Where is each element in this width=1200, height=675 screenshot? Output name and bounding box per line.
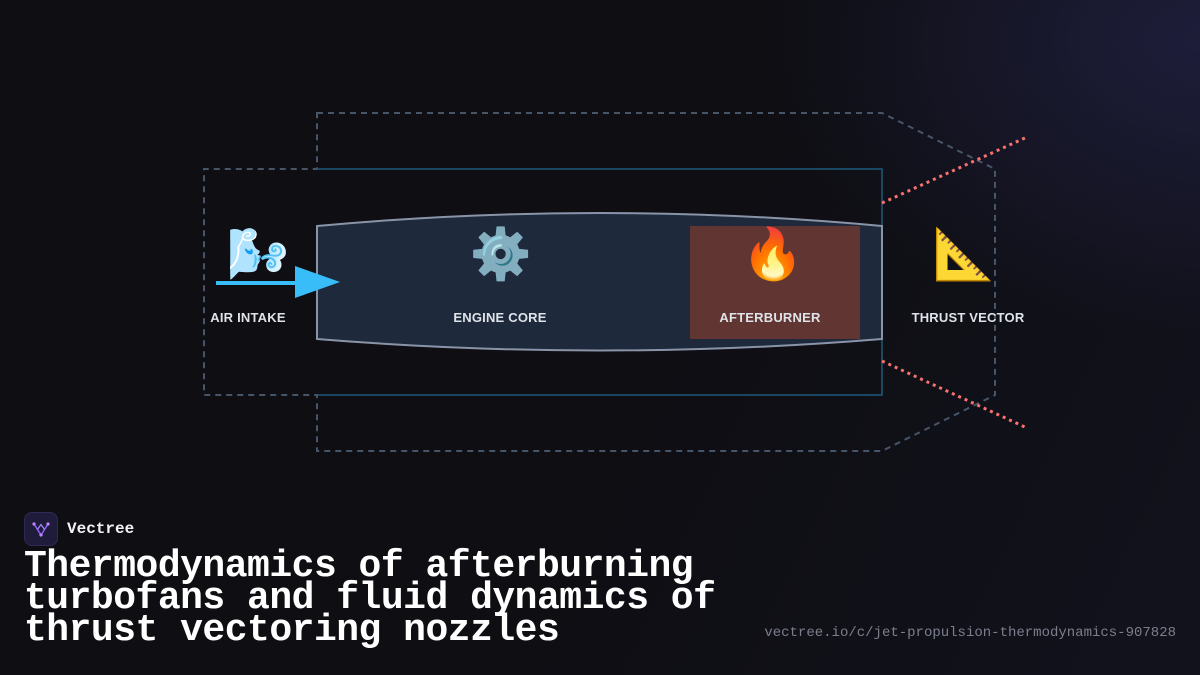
- page-title: Thermodynamics of afterburning turbofans…: [24, 545, 716, 652]
- stage-label-engine-core: ENGINE CORE: [453, 310, 547, 325]
- gear-icon: ⚙️: [469, 225, 533, 283]
- triangular-ruler-icon: 📐: [932, 225, 996, 283]
- vectree-logo-icon: [24, 512, 58, 546]
- fire-icon: 🔥: [741, 225, 805, 283]
- brand: Vectree: [24, 512, 134, 546]
- source-url: vectree.io/c/jet-propulsion-thermodynami…: [764, 625, 1176, 641]
- brand-name: Vectree: [67, 520, 135, 538]
- afterburner-zone: [690, 226, 860, 339]
- stage-label-air-intake: AIR INTAKE: [210, 310, 286, 325]
- outer-envelope-dashed: [203, 112, 996, 452]
- stage-label-afterburner: AFTERBURNER: [719, 310, 821, 325]
- thrust-vector-line-lower: [881, 359, 1028, 430]
- flow-arrow-head: [295, 266, 340, 298]
- thrust-vector-line-upper: [881, 135, 1028, 205]
- wind-face-icon: 🌬️: [226, 225, 290, 283]
- stage-label-thrust-vector: THRUST VECTOR: [911, 310, 1025, 325]
